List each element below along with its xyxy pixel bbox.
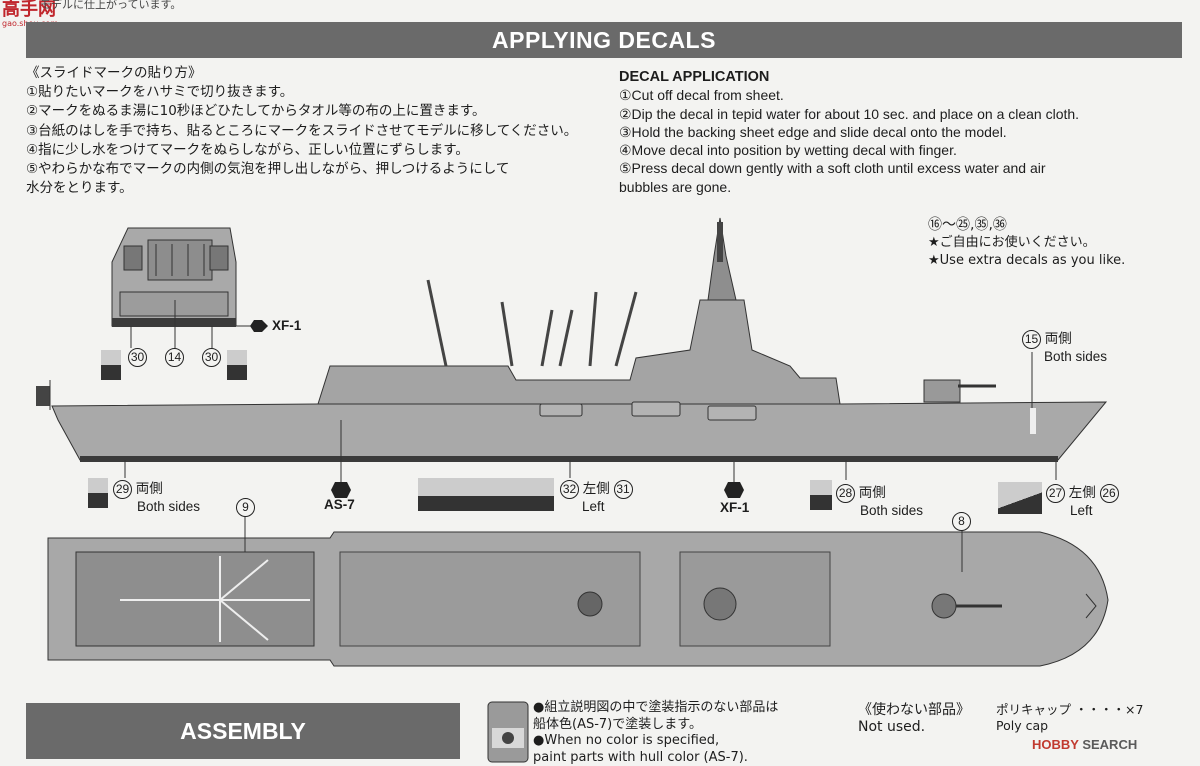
decal-callout-27-26: 27 左側 26 Left: [1046, 484, 1119, 519]
unused-jp: 《使わない部品》: [858, 702, 970, 719]
decal-chip: [418, 478, 554, 511]
decal-chip: [227, 350, 247, 380]
logo-brand: HOBBY: [1032, 737, 1079, 752]
decal-chip: [88, 478, 108, 508]
hobby-search-logo: HOBBY SEARCH: [1032, 737, 1137, 752]
color-label-xf1: XF-1: [720, 500, 749, 516]
paint-note: ●組立説明図の中で塗装指示のない部品は 船体色(AS-7)で塗装します。 ●Wh…: [533, 700, 778, 766]
paint-bottle-icon: [488, 702, 528, 762]
decal-callout-32-31: 32 左側 31 Left: [560, 480, 633, 515]
paint-note-jp: 船体色(AS-7)で塗装します。: [533, 717, 778, 734]
color-label-as7: AS-7: [324, 497, 355, 513]
assembly-banner: ASSEMBLY: [26, 703, 460, 759]
decal-callout-9: 9: [236, 498, 255, 517]
paint-note-en: paint parts with hull color (AS-7).: [533, 750, 778, 766]
unused-parts: 《使わない部品》 Not used.: [858, 702, 970, 736]
color-label-xf1: XF-1: [272, 318, 301, 334]
poly-cap-note: ポリキャップ ・・・・×7 Poly cap: [996, 702, 1143, 734]
decal-callout-29: 29 両側 Both sides: [113, 480, 200, 515]
decal-callout-8: 8: [952, 512, 971, 531]
poly-cap-en: Poly cap: [996, 718, 1143, 734]
decal-callout-30: 30: [202, 348, 221, 367]
unused-en: Not used.: [858, 719, 970, 736]
assembly-title: ASSEMBLY: [26, 703, 460, 759]
logo-suffix: SEARCH: [1079, 737, 1138, 752]
decal-callout-14: 14: [165, 348, 184, 367]
decal-chip: [101, 350, 121, 380]
decal-callout-15: 15 両側 Both sides: [1022, 330, 1107, 365]
paint-note-en: ●When no color is specified,: [533, 733, 778, 750]
decal-callout-30: 30: [128, 348, 147, 367]
top-view-drawing: [48, 516, 1108, 666]
decal-callout-28: 28 両側 Both sides: [836, 484, 923, 519]
decal-chip: [998, 482, 1042, 514]
paint-note-jp: ●組立説明図の中で塗装指示のない部品は: [533, 700, 778, 717]
decal-chip: [810, 480, 832, 510]
stern-view-drawing: [112, 228, 268, 348]
poly-cap-jp: ポリキャップ ・・・・×7: [996, 702, 1143, 718]
